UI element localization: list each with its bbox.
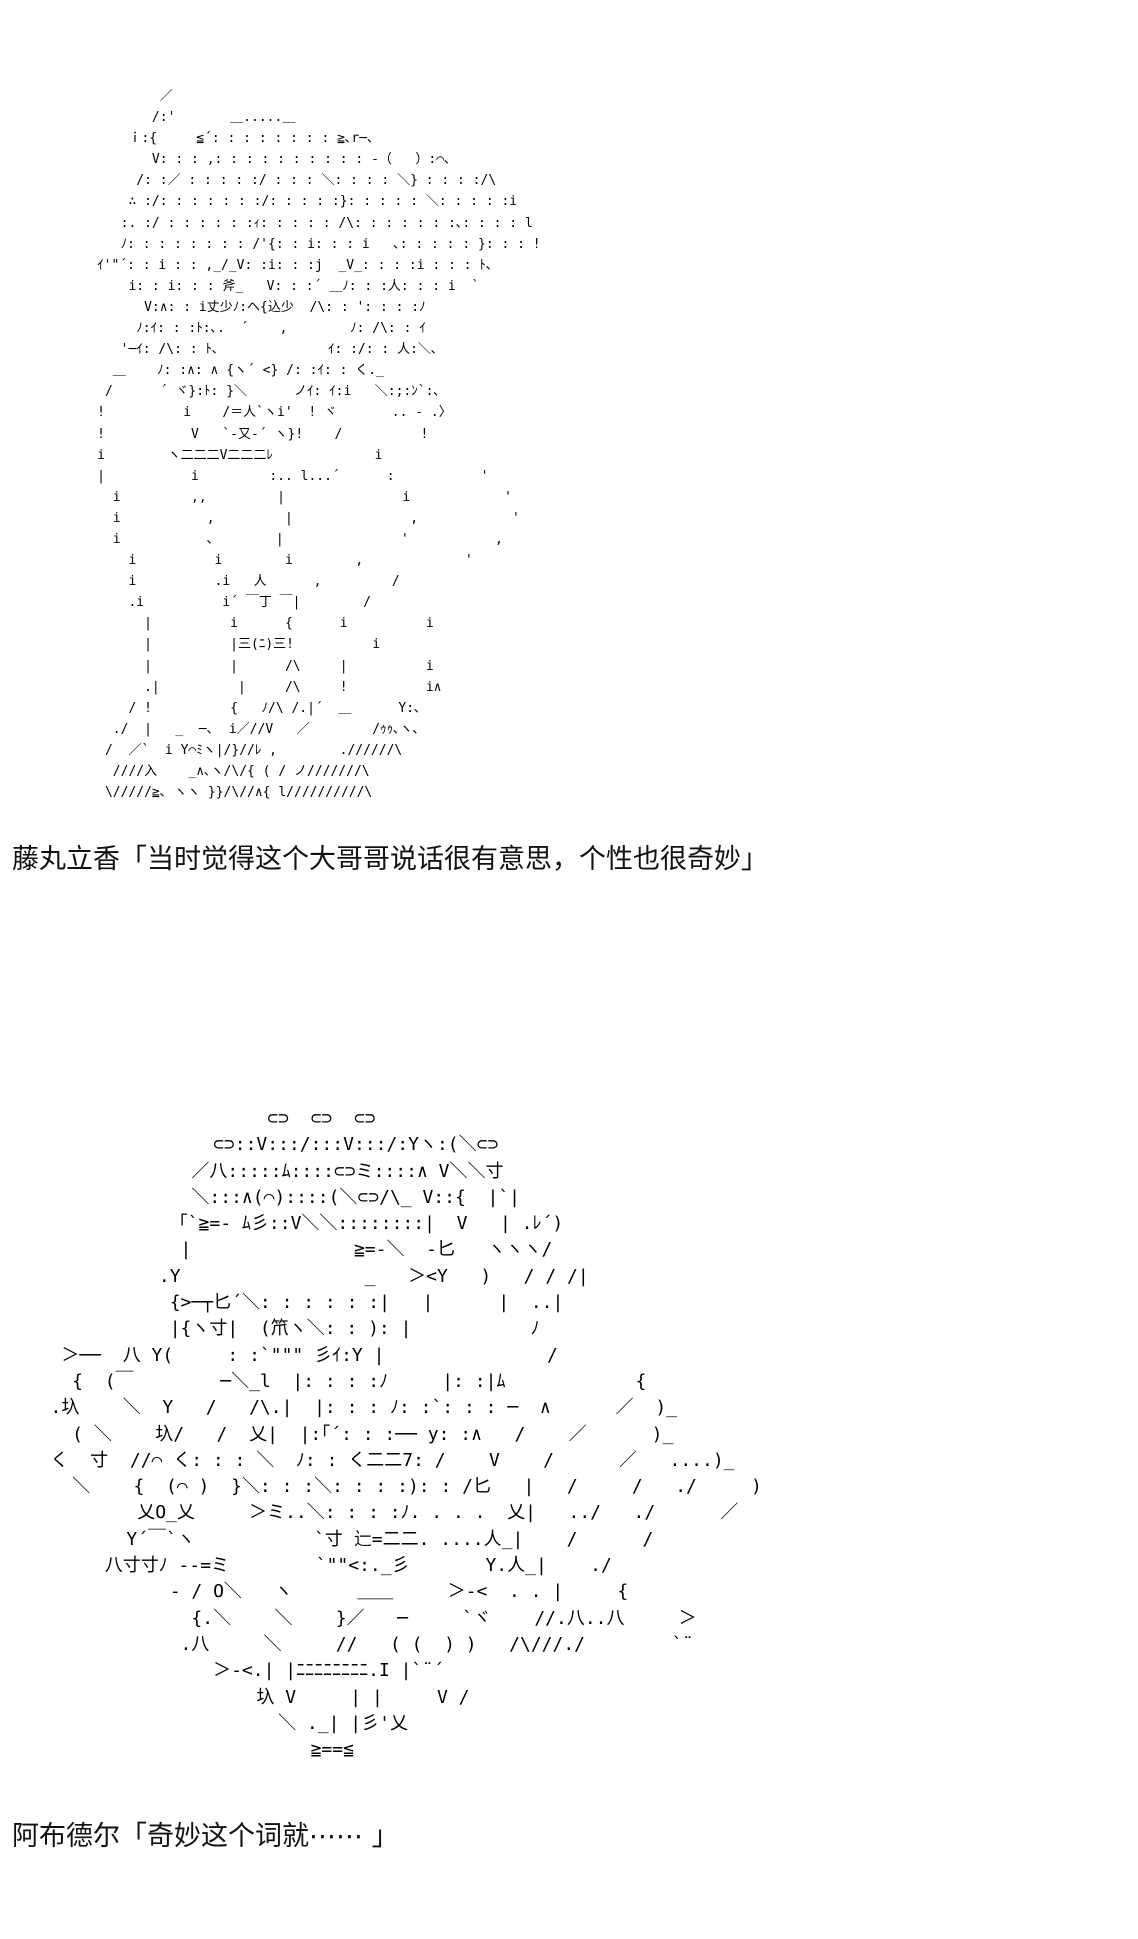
dialogue-caption-1: 藤丸立香「当时觉得这个大哥哥说话很有意思，个性也很奇妙」 [12,844,768,875]
ascii-art-character-1: ／ /:' ＿.....＿ ｉ:{ ≦´: : : : : : : : ≧､r─… [97,89,541,801]
ascii-art-character-2: ⊂⊃ ⊂⊃ ⊂⊃ ⊂⊃::V:::/:::V:::/:Yヽ:(＼⊂⊃ ／八:::… [50,1108,762,1761]
dialogue-caption-2: 阿布德尔「奇妙这个词就⋯⋯ 」 [12,1821,399,1852]
